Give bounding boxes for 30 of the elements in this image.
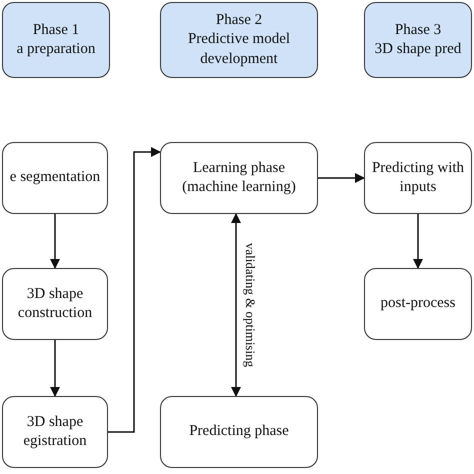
process-box bbox=[2, 396, 108, 468]
box-text: Learning phase (machine learning) bbox=[181, 158, 297, 197]
box-text: Predicting with inputs bbox=[371, 158, 465, 197]
arrow bbox=[231, 213, 241, 397]
box-text: post-process bbox=[380, 294, 456, 314]
box-text: 3D shape egistration bbox=[22, 412, 88, 451]
arrow bbox=[50, 340, 60, 397]
arrow bbox=[413, 214, 423, 269]
phase-box bbox=[364, 2, 472, 78]
process-box bbox=[160, 142, 318, 214]
phase-box bbox=[160, 2, 318, 78]
process-box bbox=[2, 268, 108, 340]
box-text: 3D shape pred bbox=[374, 40, 462, 59]
arrow bbox=[108, 147, 161, 433]
process-box bbox=[2, 142, 108, 214]
phase-heading: Phase 3 bbox=[394, 20, 442, 40]
phase-heading: Phase 1 bbox=[32, 20, 80, 40]
process-box bbox=[364, 268, 472, 340]
box-text: Predicting phase bbox=[189, 422, 289, 442]
edge-label: validating & optimising bbox=[242, 240, 258, 370]
box-text: a preparation bbox=[16, 40, 96, 59]
process-box bbox=[364, 142, 472, 214]
box-text: Predictive model development bbox=[186, 30, 292, 69]
arrow bbox=[318, 173, 365, 183]
box-text: 3D shape construction bbox=[16, 284, 94, 323]
phase-box bbox=[2, 2, 110, 78]
arrow bbox=[50, 214, 60, 269]
box-text: e segmentation bbox=[10, 168, 100, 188]
process-box bbox=[160, 396, 318, 468]
phase-heading: Phase 2 bbox=[216, 10, 262, 30]
